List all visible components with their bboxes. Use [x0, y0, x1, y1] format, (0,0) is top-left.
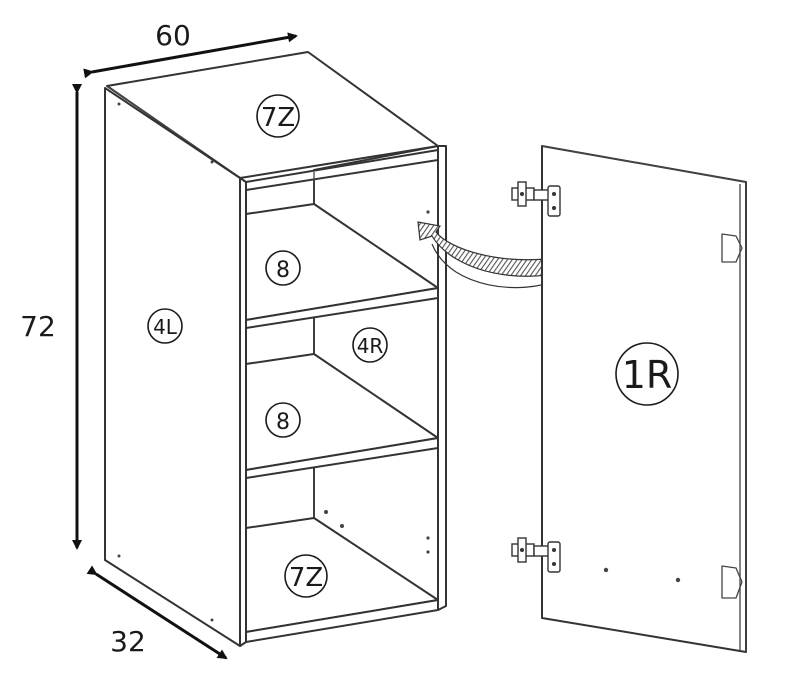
- part-label-left-side: 4L: [147, 308, 183, 344]
- dimension-depth-label: 32: [110, 625, 146, 658]
- part-label-left-side-text: 4L: [153, 315, 178, 339]
- lower-shelf-edge: [245, 437, 439, 479]
- part-label-door: 1R: [615, 342, 679, 406]
- dimension-height-label: 72: [20, 310, 56, 343]
- dimension-width-label: 60: [155, 19, 191, 52]
- part-label-right-side-text: 4R: [357, 334, 384, 358]
- bottom-panel-edge: [245, 599, 439, 643]
- dowel-hole: [117, 554, 121, 558]
- part-label-right-side: 4R: [352, 327, 388, 363]
- hinge-cup-bottom: [721, 565, 743, 599]
- dowel-hole: [426, 550, 430, 554]
- handle-hole: [603, 567, 609, 573]
- dowel-hole: [210, 160, 214, 164]
- dowel-hole: [324, 510, 328, 514]
- dimension-depth: 32: [86, 565, 228, 660]
- cabinet-body: [104, 51, 447, 647]
- dowel-hole: [340, 524, 344, 528]
- right-front-edge: [437, 145, 447, 611]
- part-label-bottom: 7Z: [284, 554, 328, 598]
- dowel-hole: [426, 210, 430, 214]
- part-label-upper-shelf-text: 8: [276, 258, 290, 283]
- left-side-panel: [104, 87, 241, 647]
- hinge-cup-top: [721, 233, 743, 263]
- dowel-hole: [117, 102, 121, 106]
- upper-shelf-edge: [245, 287, 439, 329]
- part-label-lower-shelf: 8: [265, 402, 301, 438]
- dowel-hole: [210, 618, 214, 622]
- part-label-lower-shelf-text: 8: [276, 410, 290, 435]
- part-label-top-text: 7Z: [261, 103, 295, 133]
- hinge-icon: [511, 181, 561, 217]
- top-front-rail: [245, 149, 439, 191]
- dimension-height: 72: [20, 84, 82, 550]
- dimension-width: 60: [83, 19, 298, 79]
- handle-hole: [675, 577, 681, 583]
- part-label-top: 7Z: [256, 94, 300, 138]
- part-label-bottom-text: 7Z: [289, 563, 323, 593]
- part-label-upper-shelf: 8: [265, 250, 301, 286]
- hinge-icon: [511, 537, 561, 573]
- dowel-hole: [426, 536, 430, 540]
- part-label-door-text: 1R: [622, 353, 673, 397]
